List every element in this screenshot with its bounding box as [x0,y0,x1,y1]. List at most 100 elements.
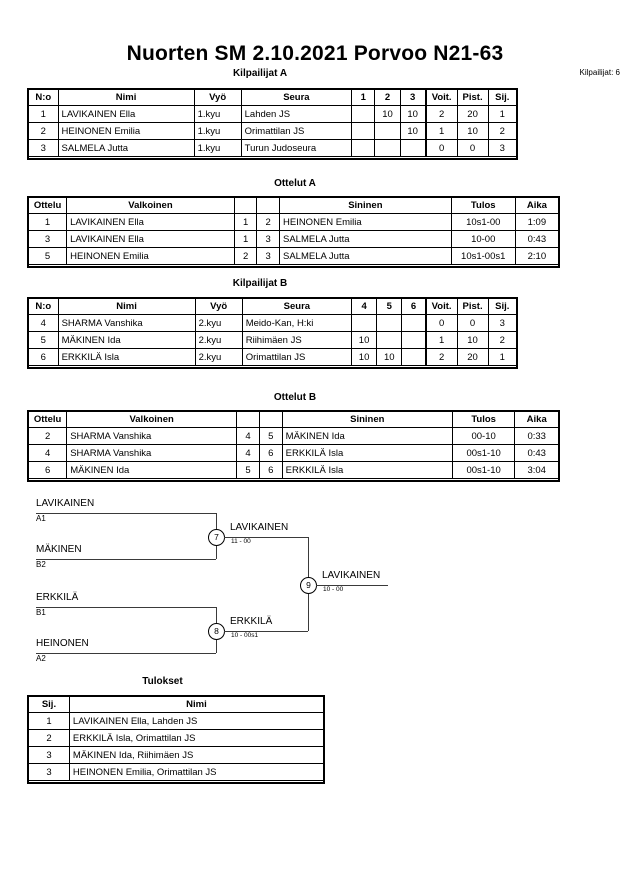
cell-belt: 1.kyu [193,105,242,123]
cell-name: ERKKILÄ Isla, Orimattilan JS [68,729,325,747]
cell-m2: 10 [376,348,403,366]
cell-rank: 1 [487,105,518,123]
cell-points: 0 [456,314,489,332]
col-name: Nimi [68,696,325,713]
cell-club: Orimattilan JS [240,122,353,140]
table-row: 1 LAVIKAINEN Ella, Lahden JS [28,712,325,730]
cell-result: 00s1-10 [451,461,516,479]
cell-club: Lahden JS [240,105,353,123]
cell-match: 6 [27,461,68,479]
table-row: 3 LAVIKAINEN Ella 1 3 SALMELA Jutta 10-0… [27,230,560,248]
cell-wins: 0 [424,314,458,332]
bracket-match-node-7: 7 [208,529,225,546]
col-wins: Voit. [424,298,458,315]
elimination-bracket: LAVIKAINEN A1 MÄKINEN B2 7 LAVIKAINEN 11… [0,495,630,670]
bracket-seed-name: HEINONEN [36,638,89,649]
cell-result: 00-10 [451,427,516,445]
table-header-row: N:o Nimi Vyö Seura 4 5 6 Voit. Pist. Sij… [28,298,518,315]
col-blue-no [256,197,280,214]
cell-rank: 1 [28,712,70,730]
cell-m2: 10 [374,105,401,123]
cell-name: ERKKILÄ Isla [57,348,196,366]
cell-name: HEINONEN Emilia [57,122,195,140]
col-m2: 5 [376,298,403,315]
cell-m2 [376,314,403,332]
cell-blue-no: 6 [258,444,283,462]
col-m3: 6 [401,298,427,315]
table-header-row: Ottelu Valkoinen Sininen Tulos Aika [27,197,560,214]
pool-a-table: N:o Nimi Vyö Seura 1 2 3 Voit. Pist. Sij… [28,89,518,157]
table-row: 6 ERKKILÄ Isla 2.kyu Orimattilan JS 10 1… [28,348,518,366]
col-blue: Sininen [281,411,453,428]
col-m3: 3 [399,89,427,106]
cell-name: MÄKINEN Ida, Riihimäen JS [68,746,325,764]
page-title: Nuorten SM 2.10.2021 Porvoo N21-63 [126,42,504,65]
bracket-champion-line [316,585,388,586]
cell-points: 10 [456,122,489,140]
cell-result: 10-00 [450,230,516,248]
table-row: 5 HEINONEN Emilia 2 3 SALMELA Jutta 10s1… [27,247,560,265]
col-m2: 2 [374,89,401,106]
cell-m3: 10 [399,105,427,123]
bracket-seed-line [36,513,216,514]
cell-m1 [351,105,376,123]
cell-m1: 10 [351,331,378,349]
cell-white-no: 1 [233,213,258,231]
cell-blue: SALMELA Jutta [278,247,452,265]
cell-no: 5 [28,331,59,349]
cell-time: 1:09 [514,213,560,231]
col-time: Aika [514,411,559,428]
bracket-champion-name: LAVIKAINEN [322,570,381,581]
cell-m2 [376,331,403,349]
cell-no: 6 [28,348,59,366]
bracket-winner-name: ERKKILÄ [230,616,273,627]
table-row: 6 MÄKINEN Ida 5 6 ERKKILÄ Isla 00s1-10 3… [27,461,559,479]
cell-name: LAVIKAINEN Ella, Lahden JS [68,712,325,730]
col-rank: Sij. [28,696,70,713]
cell-result: 10s1-00 [450,213,516,231]
cell-points: 10 [456,331,489,349]
cell-belt: 2.kyu [194,348,243,366]
cell-blue-no: 2 [256,213,280,231]
cell-points: 20 [456,105,489,123]
col-white-no [233,197,258,214]
cell-rank: 2 [487,122,518,140]
cell-white-no: 2 [233,247,258,265]
cell-belt: 2.kyu [194,331,243,349]
col-points: Pist. [456,89,489,106]
results-table: Sij. Nimi 1 LAVIKAINEN Ella, Lahden JS 2… [28,696,325,781]
cell-m1: 10 [351,348,378,366]
cell-white-no: 1 [233,230,258,248]
table-row: 1 LAVIKAINEN Ella 1.kyu Lahden JS 10 10 … [28,105,518,123]
cell-no: 1 [28,105,59,123]
matches-a-table: Ottelu Valkoinen Sininen Tulos Aika 1 LA… [27,197,560,265]
results-caption: Tulokset [142,676,183,687]
col-belt: Vyö [194,298,243,315]
col-match: Ottelu [27,197,68,214]
cell-name: LAVIKAINEN Ella [57,105,195,123]
col-wins: Voit. [424,89,458,106]
cell-rank: 2 [487,331,518,349]
cell-belt: 2.kyu [194,314,243,332]
bracket-score: 10 - 00 [323,586,344,593]
cell-blue-no: 5 [258,427,283,445]
col-rank: Sij. [487,298,518,315]
col-white: Valkoinen [66,197,235,214]
col-points: Pist. [456,298,489,315]
table-row: 2 HEINONEN Emilia 1.kyu Orimattilan JS 1… [28,122,518,140]
pool-b-table: N:o Nimi Vyö Seura 4 5 6 Voit. Pist. Sij… [28,298,518,366]
cell-m3 [399,139,427,157]
cell-blue-no: 3 [256,247,280,265]
col-blue: Sininen [278,197,452,214]
table-row: 2 SHARMA Vanshika 4 5 MÄKINEN Ida 00-10 … [27,427,559,445]
table-header-row: N:o Nimi Vyö Seura 1 2 3 Voit. Pist. Sij… [28,89,518,106]
matches-a-caption: Ottelut A [274,178,316,189]
table-row: 4 SHARMA Vanshika 2.kyu Meido-Kan, H:ki … [28,314,518,332]
cell-name: SALMELA Jutta [57,139,195,157]
col-name: Nimi [57,89,195,106]
cell-m1 [351,122,376,140]
cell-white: MÄKINEN Ida [66,461,238,479]
table-row: 3 HEINONEN Emilia, Orimattilan JS [28,763,325,781]
cell-time: 2:10 [514,247,560,265]
cell-m2 [374,139,401,157]
